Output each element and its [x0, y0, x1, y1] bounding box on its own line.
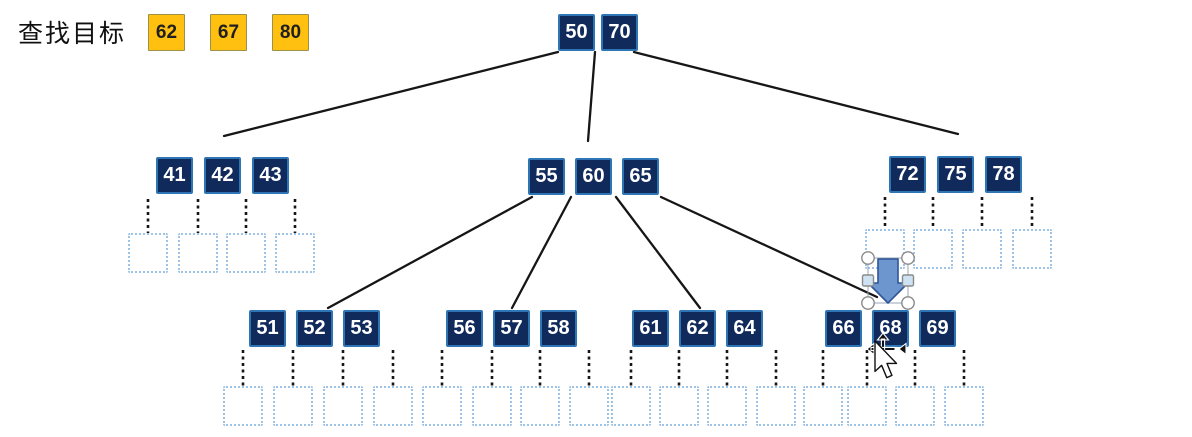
empty-slot[interactable] [226, 233, 266, 273]
empty-slot[interactable] [803, 386, 843, 426]
tree-key-41[interactable]: 41 [156, 157, 193, 194]
empty-slot[interactable] [273, 386, 313, 426]
empty-slot[interactable] [323, 386, 363, 426]
empty-slot[interactable] [422, 386, 462, 426]
tree-key-78[interactable]: 78 [985, 156, 1022, 193]
empty-slot[interactable] [223, 386, 263, 426]
search-target-box-80[interactable]: 80 [272, 14, 309, 51]
tree-key-53[interactable]: 53 [343, 310, 380, 347]
search-target-box-67[interactable]: 67 [210, 14, 247, 51]
empty-slot[interactable] [865, 229, 905, 269]
tree-key-43[interactable]: 43 [252, 157, 289, 194]
empty-slot[interactable] [944, 386, 984, 426]
empty-slot[interactable] [1012, 229, 1052, 269]
tree-key-69[interactable]: 69 [919, 310, 956, 347]
tree-key-52[interactable]: 52 [296, 310, 333, 347]
empty-slot[interactable] [569, 386, 609, 426]
search-target-box-62[interactable]: 62 [148, 14, 185, 51]
empty-slot[interactable] [275, 233, 315, 273]
tree-key-64[interactable]: 64 [726, 310, 763, 347]
empty-slot[interactable] [472, 386, 512, 426]
tree-key-62[interactable]: 62 [679, 310, 716, 347]
empty-slot[interactable] [756, 386, 796, 426]
empty-slot[interactable] [913, 229, 953, 269]
empty-slot[interactable] [659, 386, 699, 426]
tree-key-57[interactable]: 57 [493, 310, 530, 347]
tree-key-58[interactable]: 58 [540, 310, 577, 347]
empty-slot[interactable] [707, 386, 747, 426]
tree-key-55[interactable]: 55 [528, 158, 565, 195]
tree-key-65[interactable]: 65 [622, 158, 659, 195]
tree-key-51[interactable]: 51 [249, 310, 286, 347]
tree-key-66[interactable]: 66 [825, 310, 862, 347]
tree-key-75[interactable]: 75 [937, 156, 974, 193]
empty-slot[interactable] [611, 386, 651, 426]
empty-slot[interactable] [895, 386, 935, 426]
tree-key-70[interactable]: 70 [601, 14, 638, 51]
tree-key-61[interactable]: 61 [632, 310, 669, 347]
empty-slot[interactable] [847, 386, 887, 426]
empty-slot[interactable] [373, 386, 413, 426]
tree-key-60[interactable]: 60 [575, 158, 612, 195]
search-target-label: 查找目标 [18, 20, 127, 48]
tree-key-42[interactable]: 42 [204, 157, 241, 194]
tree-key-50[interactable]: 50 [558, 14, 595, 51]
tree-key-68[interactable]: 68 [872, 310, 909, 347]
empty-slot[interactable] [520, 386, 560, 426]
tree-key-72[interactable]: 72 [889, 156, 926, 193]
empty-slot[interactable] [128, 233, 168, 273]
empty-slot[interactable] [962, 229, 1002, 269]
empty-slot[interactable] [178, 233, 218, 273]
tree-key-56[interactable]: 56 [446, 310, 483, 347]
